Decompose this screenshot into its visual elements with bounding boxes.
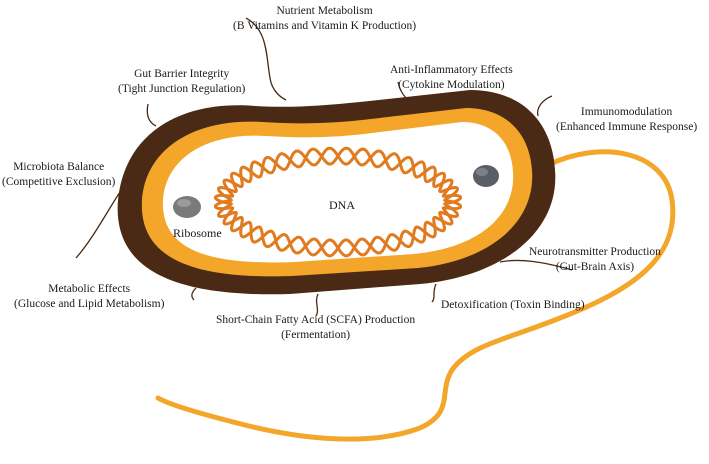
label-anti-inflammatory-line2: (Cytokine Modulation) [398,79,505,91]
label-nutrient-line1: Nutrient Metabolism [276,5,373,17]
label-neurotransmitter: Neurotransmitter Production (Gut-Brain A… [529,245,661,275]
flagellum [155,149,676,442]
label-microbiota-line2: (Competitive Exclusion) [2,176,116,188]
label-microbiota-balance: Microbiota Balance (Competitive Exclusio… [2,160,115,190]
label-anti-inflammatory: Anti-Inflammatory Effects (Cytokine Modu… [390,63,513,93]
label-nutrient-line2: (B Vitamins and Vitamin K Production) [233,20,417,32]
label-metabolic-line2: (Glucose and Lipid Metabolism) [14,298,165,310]
dna-ring [213,146,463,258]
label-detoxification: Detoxification (Toxin Binding) [441,298,585,313]
label-metabolic-effects: Metabolic Effects (Glucose and Lipid Met… [14,282,164,312]
pili-lines [75,17,573,317]
label-neurotransmitter-line2: (Gut-Brain Axis) [555,261,635,273]
ribosome-left [173,196,201,218]
pilus-gut-barrier [146,103,157,127]
pilus-nutrient [245,17,287,101]
label-neurotransmitter-line1: Neurotransmitter Production [529,246,661,258]
label-microbiota-line1: Microbiota Balance [13,161,105,173]
label-detox-line1: Detoxification (Toxin Binding) [441,299,585,311]
label-gut-barrier-line1: Gut Barrier Integrity [134,68,230,80]
label-scfa-line1: Short-Chain Fatty Acid (SCFA) Production [216,314,416,326]
pilus-scfa [315,293,319,317]
ribosome-label: Ribosome [173,226,222,240]
label-gut-barrier: Gut Barrier Integrity (Tight Junction Re… [118,67,245,97]
label-metabolic-line1: Metabolic Effects [48,283,131,295]
pilus-microbiota [75,191,121,259]
label-immunomodulation-line2: (Enhanced Immune Response) [556,121,698,133]
label-gut-barrier-line2: (Tight Junction Regulation) [118,83,246,95]
pilus-metabolic [191,287,197,301]
label-immunomodulation-line1: Immunomodulation [580,106,673,118]
ribosome-right [473,165,499,187]
cytoplasm [162,122,514,263]
label-immunomodulation: Immunomodulation (Enhanced Immune Respon… [556,105,697,135]
label-scfa-line2: (Fermentation) [281,329,351,341]
dna-strand [213,146,463,258]
label-nutrient-metabolism: Nutrient Metabolism (B Vitamins and Vita… [233,4,416,34]
pilus-neurotransmitter [499,259,573,271]
label-scfa-production: Short-Chain Fatty Acid (SCFA) Production… [216,313,415,343]
pilus-immunomodulation [536,95,553,117]
dna-label: DNA [329,198,355,212]
pilus-detox [431,283,437,303]
label-anti-inflammatory-line1: Anti-Inflammatory Effects [390,64,513,76]
